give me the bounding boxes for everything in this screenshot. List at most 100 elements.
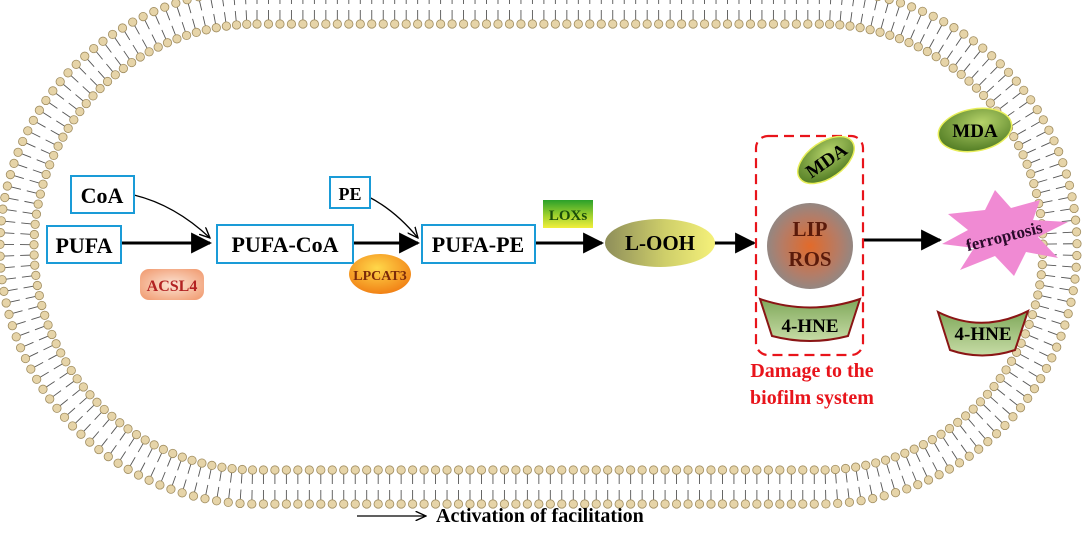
lipid-tail	[853, 0, 854, 6]
lipid-head	[363, 500, 371, 508]
damage-text-line2: biofilm system	[750, 387, 874, 409]
lipid-tail	[952, 432, 958, 440]
lipid-tail	[983, 405, 990, 412]
lipid-head	[990, 382, 998, 390]
lipid-head	[886, 31, 894, 39]
lipid-head	[33, 281, 41, 289]
lipid-head	[93, 398, 101, 406]
lipid-tail	[1031, 122, 1040, 127]
lipid-head	[905, 38, 913, 46]
lipid-head	[937, 430, 945, 438]
lipid-head	[1028, 311, 1036, 319]
lipid-tail	[5, 267, 15, 268]
lipid-tail	[867, 469, 869, 479]
lipid-head	[741, 466, 749, 474]
lipid-tail	[990, 67, 997, 74]
lipid-head	[787, 466, 795, 474]
lipid-head	[368, 20, 376, 28]
lipid-head	[764, 466, 772, 474]
lipid-head	[408, 500, 416, 508]
lipid-head	[408, 466, 416, 474]
lipid-head	[924, 476, 932, 484]
lipid-tail	[1040, 190, 1050, 192]
lipid-head	[923, 47, 931, 55]
lipid-head	[0, 276, 6, 284]
lipid-tail	[970, 438, 976, 446]
lipid-head	[54, 142, 62, 150]
lipid-head	[45, 161, 53, 169]
lipid-tail	[229, 488, 230, 498]
lipid-head	[0, 240, 4, 248]
lipid-head	[753, 500, 761, 508]
lipid-head	[723, 20, 731, 28]
lipid-tail	[31, 133, 40, 138]
pe-label: PE	[338, 184, 361, 204]
lipid-tail	[115, 38, 121, 46]
lipid-head	[356, 20, 364, 28]
lipid-tail	[1002, 408, 1010, 415]
lipid-tail	[76, 95, 84, 101]
lipid-head	[72, 60, 80, 68]
lipid-tail	[234, 0, 235, 5]
lipid-tail	[875, 0, 877, 10]
lipid-head	[448, 20, 456, 28]
lipid-tail	[1063, 232, 1073, 233]
lipid-head	[932, 52, 940, 60]
lipid-head	[1036, 209, 1044, 217]
lipid-head	[928, 435, 936, 443]
lipid-head	[1007, 357, 1015, 365]
lipid-tail	[1050, 164, 1059, 167]
lipid-head	[0, 228, 5, 236]
lipid-head	[276, 20, 284, 28]
lipid-head	[32, 375, 40, 383]
ros-label: ROS	[788, 247, 831, 271]
lipid-head	[443, 466, 451, 474]
lipid-tail	[906, 457, 910, 466]
lipid-tail	[870, 485, 872, 495]
lipid-tail	[848, 488, 849, 498]
lipid-tail	[105, 44, 111, 52]
lipid-tail	[1019, 102, 1027, 108]
lipid-tail	[1036, 132, 1045, 137]
lipid-head	[841, 464, 849, 472]
lipid-head	[46, 395, 54, 403]
arrow-coa-to-pufa-coa	[134, 195, 210, 238]
lipid-tail	[120, 451, 125, 459]
lipid-tail	[987, 424, 994, 431]
lipid-head	[960, 30, 968, 38]
lip-label: LIP	[792, 217, 827, 241]
lipid-head	[253, 20, 261, 28]
lipid-tail	[1057, 299, 1067, 301]
arrow-pe-to-pufa-pe	[367, 196, 418, 238]
lipid-head	[104, 452, 112, 460]
lipid-tail	[871, 16, 873, 26]
lipid-tail	[142, 40, 147, 49]
lipid-head	[0, 252, 4, 260]
lipid-head	[845, 498, 853, 506]
lipid-head	[1064, 310, 1072, 318]
lipid-head	[866, 26, 874, 34]
lipid-tail	[69, 103, 77, 109]
lipid-head	[1032, 189, 1040, 197]
lipid-head	[1012, 77, 1020, 85]
lipid-head	[983, 390, 991, 398]
lipid-tail	[856, 471, 858, 481]
lipid-head	[666, 20, 674, 28]
lipid-tail	[182, 22, 185, 31]
lipid-head	[984, 437, 992, 445]
lipid-tail	[887, 464, 890, 474]
lipid-tail	[152, 35, 156, 44]
lipid-tail	[891, 479, 894, 489]
lipid-head	[880, 492, 888, 500]
lipid-head	[232, 21, 240, 29]
lipid-head	[351, 500, 359, 508]
lipid-tail	[224, 12, 225, 22]
lipid-head	[643, 20, 651, 28]
lipid-head	[1038, 260, 1046, 268]
lipid-tail	[956, 37, 962, 45]
lipid-head	[975, 445, 983, 453]
lipid-head	[189, 492, 197, 500]
lipid-tail	[1012, 120, 1020, 125]
lipid-head	[1045, 126, 1053, 134]
